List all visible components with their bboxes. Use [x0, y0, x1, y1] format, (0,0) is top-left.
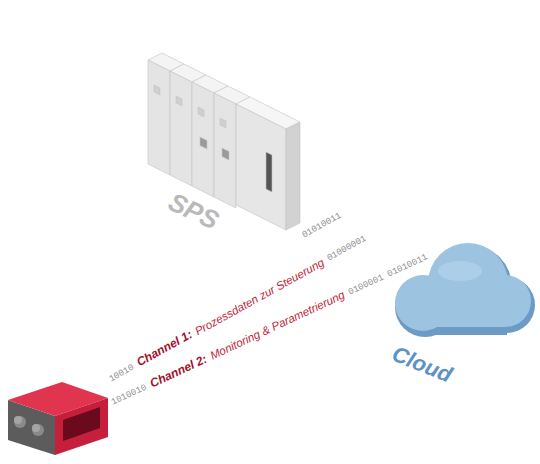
node-label: SPS: [163, 186, 223, 236]
node-label: Cloud: [388, 341, 456, 388]
binary-data: 01010011: [300, 211, 343, 241]
binary-data: 1010010: [110, 383, 149, 408]
binary-data: 01000001: [325, 234, 368, 264]
channel-purpose: Monitoring & Parametrierung: [208, 289, 347, 363]
plc-box: SPS: [140, 40, 325, 240]
sensor-drawing: [8, 382, 108, 455]
binary-data: 10010: [107, 363, 136, 385]
binary-data: 0100001: [346, 272, 385, 297]
